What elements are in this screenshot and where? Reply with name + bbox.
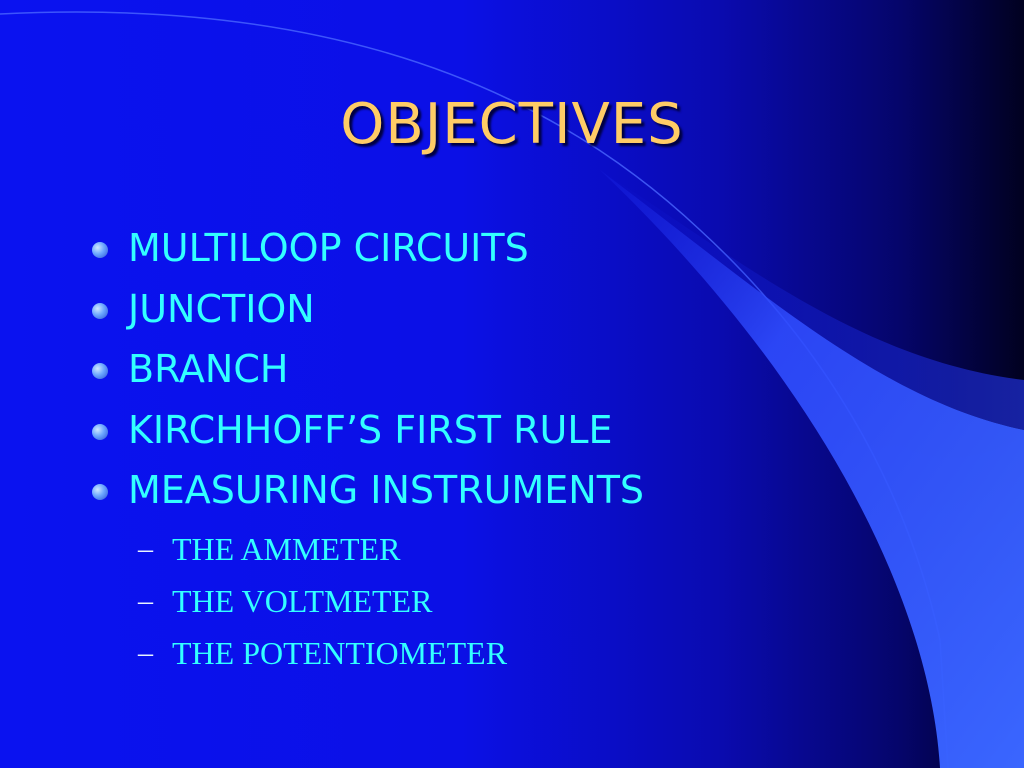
bullet-text: MULTILOOP CIRCUITS: [128, 226, 529, 270]
bullet-dot-icon: [92, 363, 108, 379]
bullet-item: MEASURING INSTRUMENTS: [92, 464, 644, 525]
sub-bullet-list: – THE AMMETER – THE VOLTMETER – THE POTE…: [138, 526, 507, 682]
dash-icon: –: [138, 532, 153, 565]
bullet-dot-icon: [92, 302, 108, 319]
bullet-text: BRANCH: [128, 347, 289, 391]
sub-bullet-text: THE VOLTMETER: [172, 583, 433, 619]
slide-title: OBJECTIVES: [340, 92, 684, 157]
bullet-text: KIRCHHOFF’S FIRST RULE: [128, 407, 613, 452]
dash-icon: –: [138, 636, 153, 669]
bullet-list: MULTILOOP CIRCUITS JUNCTION BRANCH KIRCH…: [92, 222, 644, 525]
dash-icon: –: [138, 584, 153, 617]
bullet-text: JUNCTION: [128, 286, 315, 331]
bullet-dot-icon: [92, 484, 108, 500]
bullet-item: KIRCHHOFF’S FIRST RULE: [92, 404, 644, 465]
sub-bullet-item: – THE POTENTIOMETER: [138, 630, 507, 682]
sub-bullet-text: THE AMMETER: [172, 531, 401, 567]
sub-bullet-item: – THE VOLTMETER: [138, 578, 507, 630]
bullet-dot-icon: [92, 242, 108, 258]
bullet-item: BRANCH: [92, 343, 644, 404]
bullet-item: MULTILOOP CIRCUITS: [92, 222, 644, 283]
bullet-dot-icon: [92, 423, 108, 440]
bullet-item: JUNCTION: [92, 283, 644, 344]
bullet-text: MEASURING INSTRUMENTS: [128, 468, 645, 512]
sub-bullet-text: THE POTENTIOMETER: [172, 635, 508, 671]
sub-bullet-item: – THE AMMETER: [138, 526, 507, 578]
